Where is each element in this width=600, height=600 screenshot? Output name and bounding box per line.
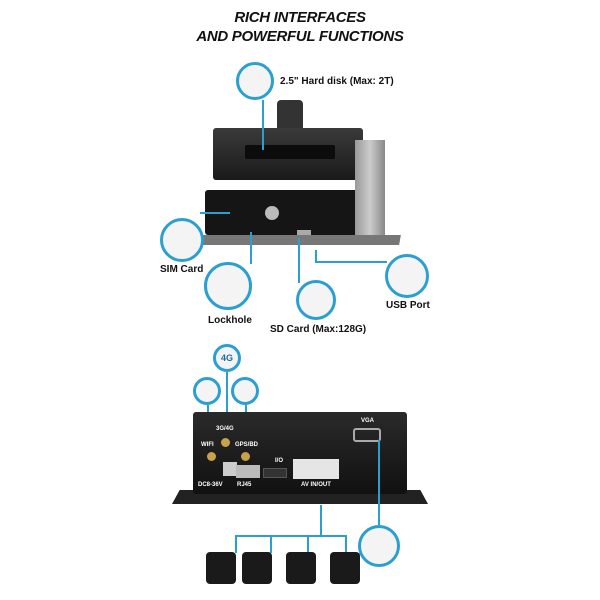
sd-card-icon <box>296 280 336 320</box>
hard-disk-label: 2.5" Hard disk (Max: 2T) <box>280 76 394 87</box>
camera-icon <box>242 552 272 584</box>
camera-icon <box>206 552 236 584</box>
hard-disk-icon <box>236 62 274 100</box>
wifi-router-icon <box>193 377 221 405</box>
camera-icon <box>286 552 316 584</box>
sim-card-icon <box>160 218 204 262</box>
antenna-wifi <box>207 452 216 461</box>
lockhole-icon <box>204 262 252 310</box>
monitor-icon <box>358 525 400 567</box>
antenna-3g4g <box>221 438 230 447</box>
camera-icon <box>330 552 360 584</box>
usb-port-label: USB Port <box>386 300 430 311</box>
top-device <box>199 100 401 260</box>
sd-card-label: SD Card (Max:128G) <box>270 324 367 335</box>
lockhole-label: Lockhole <box>208 315 252 326</box>
rear-device: 3G/4G WIFI GPS/BD VGA I/O DC8-36V RJ45 A… <box>193 412 407 494</box>
antenna-gps <box>241 452 250 461</box>
4g-icon: 4G <box>213 344 241 372</box>
sim-card-label: SIM Card <box>160 264 204 275</box>
usb-port-icon <box>385 254 429 298</box>
gps-map-icon <box>231 377 259 405</box>
